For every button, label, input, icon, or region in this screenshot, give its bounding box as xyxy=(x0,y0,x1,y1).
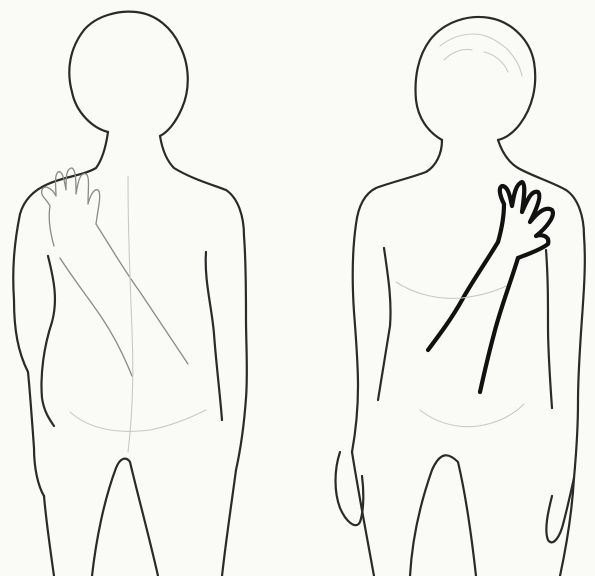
head-outline-front xyxy=(416,17,536,140)
legs-outline-back xyxy=(92,459,158,576)
right-hand-front xyxy=(546,478,574,542)
torso-outline-front-right xyxy=(498,140,585,478)
chest-faint-front xyxy=(396,282,506,298)
right-leg-outer-back xyxy=(222,470,236,576)
torso-outline-back-right xyxy=(160,136,247,470)
hair-texture-front xyxy=(440,34,522,76)
left-inner-arm-front xyxy=(378,248,391,400)
hand-print-back xyxy=(42,168,100,246)
hip-faint-back xyxy=(70,410,206,431)
arm-trace-front-lower xyxy=(480,258,518,392)
torso-outline-back xyxy=(13,132,108,496)
left-leg-outer-back xyxy=(44,496,54,576)
legs-outline-front xyxy=(410,455,476,576)
right-inner-arm-back xyxy=(206,252,222,420)
abdomen-faint-front xyxy=(420,404,524,427)
figure-front-view xyxy=(336,17,585,576)
figure-back-view xyxy=(13,12,247,576)
arm-trace-front-upper xyxy=(428,242,498,350)
arm-trace-back-lower xyxy=(60,258,132,376)
spine-faint-back xyxy=(128,176,133,452)
left-leg-outer-front xyxy=(352,452,374,576)
hand-print-front xyxy=(498,182,553,258)
arm-trace-back xyxy=(96,224,188,364)
left-inner-arm-back xyxy=(41,256,54,426)
head-outline-back xyxy=(69,12,187,136)
right-inner-arm-front xyxy=(546,250,552,408)
